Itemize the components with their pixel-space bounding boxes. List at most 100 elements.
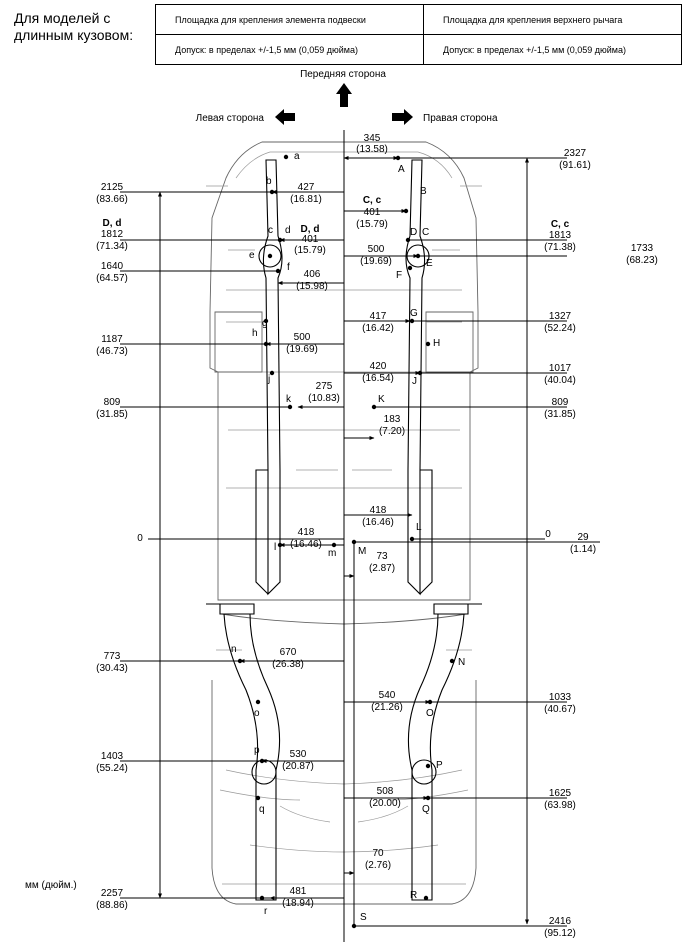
center-dim-13-mm: 418 bbox=[298, 527, 315, 538]
right-dim-4-in: (52.24) bbox=[544, 323, 576, 334]
point-label-n: n bbox=[231, 644, 237, 655]
point-label-q: q bbox=[259, 804, 265, 815]
left-dim-9-mm: 2257 bbox=[101, 888, 124, 899]
left-dim-7-in: (30.43) bbox=[96, 663, 128, 674]
spec-col2-tolerance: Допуск: в пределах +/-1,5 мм (0,059 дюйм… bbox=[423, 34, 682, 65]
center-dim-19-mm: 70 bbox=[372, 848, 384, 859]
point-label-j: j bbox=[267, 374, 270, 385]
center-dim-10-in: (10.83) bbox=[308, 393, 340, 404]
center-dim-6-mm: 406 bbox=[304, 269, 321, 280]
point-label-L: L bbox=[416, 522, 422, 533]
right-dim-8-in: (1.14) bbox=[570, 544, 596, 555]
right-dim-6-in: (31.85) bbox=[544, 409, 576, 420]
point-label-R: R bbox=[410, 890, 417, 901]
left-dim-6-mm: 0 bbox=[137, 533, 143, 544]
point-label-b: b bbox=[266, 176, 272, 187]
center-dim-6-in: (15.98) bbox=[296, 281, 328, 292]
center-dim-20-in: (18.94) bbox=[282, 898, 314, 909]
point-label-K: K bbox=[378, 394, 385, 405]
center-dim-14-mm: 73 bbox=[376, 551, 388, 562]
center-dim-2-mm: 427 bbox=[298, 182, 315, 193]
center-dim-11-in: (7.20) bbox=[379, 426, 405, 437]
center-dim-15-mm: 670 bbox=[280, 647, 297, 658]
measurement-points bbox=[237, 154, 455, 929]
left-dim-1-mm: 2125 bbox=[101, 182, 124, 193]
right-dim-1-mm: 2327 bbox=[564, 148, 587, 159]
front-label: Передняя сторона bbox=[300, 69, 386, 80]
point-label-P: P bbox=[436, 760, 443, 771]
point-label-p: p bbox=[254, 745, 260, 756]
point-label-d: d bbox=[285, 225, 291, 236]
center-dim-7-in: (16.42) bbox=[362, 323, 394, 334]
point-label-l: l bbox=[274, 542, 276, 553]
center-dim-19-in: (2.76) bbox=[365, 860, 391, 871]
point-label-a: a bbox=[294, 151, 300, 162]
point-label-B: B bbox=[420, 186, 427, 197]
point-label-c: c bbox=[268, 225, 273, 236]
center-dim-14-in: (2.87) bbox=[369, 563, 395, 574]
right-dim-10-in: (63.98) bbox=[544, 800, 576, 811]
left-dim-7-mm: 773 bbox=[104, 651, 121, 662]
left-dim-2-mm: 1812 bbox=[101, 229, 124, 240]
left-dim-8-mm: 1403 bbox=[101, 751, 124, 762]
left-dim-3-mm: 1640 bbox=[101, 261, 124, 272]
point-label-o: o bbox=[254, 708, 260, 719]
point-label-C: C bbox=[422, 227, 429, 238]
center-dim-17-mm: 530 bbox=[290, 749, 307, 760]
point-label-m: m bbox=[328, 548, 336, 559]
center-dim-18-in: (20.00) bbox=[369, 798, 401, 809]
center-dim-1-mm: 345 bbox=[364, 133, 381, 144]
right-dim-10-mm: 1625 bbox=[549, 788, 572, 799]
point-label-F: F bbox=[396, 270, 402, 281]
center-dim-1-in: (13.58) bbox=[356, 144, 388, 155]
point-label-g: g bbox=[262, 318, 268, 329]
point-label-H: H bbox=[433, 338, 440, 349]
right-dim-2-in: (71.38) bbox=[544, 242, 576, 253]
center-dim-4-in: (15.79) bbox=[294, 245, 326, 256]
center-dim-10-mm: 275 bbox=[316, 381, 333, 392]
left-dim-2-in: (71.34) bbox=[96, 241, 128, 252]
right-dim-5-in: (40.04) bbox=[544, 375, 576, 386]
center-dim-18-mm: 508 bbox=[377, 786, 394, 797]
left-dim-5-in: (31.85) bbox=[96, 409, 128, 420]
point-label-G: G bbox=[410, 308, 418, 319]
right-dim-8-mm: 29 bbox=[577, 532, 589, 543]
point-label-Q: Q bbox=[422, 804, 430, 815]
point-label-N: N bbox=[458, 657, 465, 668]
right-dim-2-mm: 1813 bbox=[549, 230, 572, 241]
point-label-O: O bbox=[426, 708, 434, 719]
center-dim-5-mm: 500 bbox=[368, 244, 385, 255]
center-dim-3-label: C, c bbox=[363, 195, 382, 206]
center-dim-4-mm: 401 bbox=[302, 234, 319, 245]
right-dim-3-mm: 1733 bbox=[631, 243, 654, 254]
right-dim-6-mm: 809 bbox=[552, 397, 569, 408]
right-dim-5-mm: 1017 bbox=[549, 363, 572, 374]
point-label-D: D bbox=[410, 227, 417, 238]
right-dim-9-mm: 1033 bbox=[549, 692, 572, 703]
center-dim-20-mm: 481 bbox=[290, 886, 307, 897]
frame-rails bbox=[206, 159, 482, 901]
center-dim-9-in: (16.54) bbox=[362, 373, 394, 384]
center-dim-12-mm: 418 bbox=[370, 505, 387, 516]
center-dim-4-label: D, d bbox=[301, 224, 320, 235]
center-dim-8-in: (19.69) bbox=[286, 344, 318, 355]
center-dim-16-mm: 540 bbox=[379, 690, 396, 701]
center-dim-13-in: (16.46) bbox=[290, 539, 322, 550]
point-label-e: e bbox=[249, 250, 255, 261]
center-dim-9-mm: 420 bbox=[370, 361, 387, 372]
right-dim-1-in: (91.61) bbox=[559, 160, 591, 171]
front-arrow-icon bbox=[336, 83, 352, 107]
center-dim-17-in: (20.87) bbox=[282, 761, 314, 772]
spec-col2-title: Площадка для крепления верхнего рычага bbox=[423, 4, 682, 35]
center-dim-12-in: (16.46) bbox=[362, 517, 394, 528]
left-dim-2-label: D, d bbox=[103, 218, 122, 229]
point-label-S: S bbox=[360, 912, 367, 923]
left-dim-4-mm: 1187 bbox=[101, 334, 123, 345]
spec-col1-tolerance: Допуск: в пределах +/-1,5 мм (0,059 дюйм… bbox=[154, 34, 425, 65]
page-title: Для моделей с длинным кузовом: bbox=[14, 10, 134, 43]
center-dim-2-in: (16.81) bbox=[290, 194, 322, 205]
point-label-M: M bbox=[358, 546, 366, 557]
right-dim-3-in: (68.23) bbox=[626, 255, 658, 266]
point-label-E: E bbox=[426, 258, 433, 269]
